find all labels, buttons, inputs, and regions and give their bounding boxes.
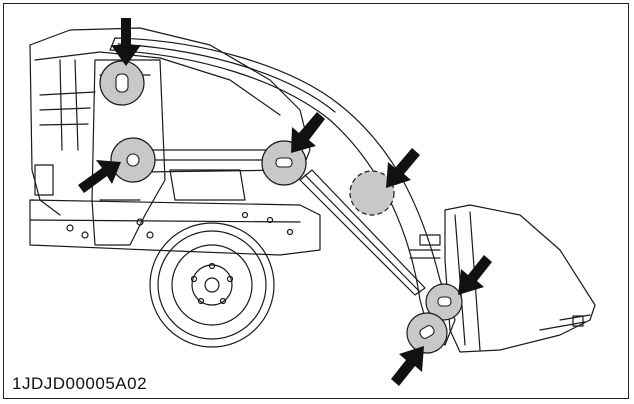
callout-boom-mid-point: [349, 170, 395, 216]
arrow-boom-cylinder-pivot: [291, 112, 325, 153]
front-wheel: [149, 222, 275, 348]
arrow-bucket-cylinder-pivot: [458, 255, 492, 295]
arrow-top-pivot: [111, 18, 141, 66]
figure-caption: 1JDJD00005A02: [12, 374, 148, 393]
arrow-boom-mid-point: [386, 148, 420, 188]
tractor-chassis: [29, 199, 321, 256]
bucket-cylinder: [299, 169, 426, 296]
mount-frame: [91, 59, 166, 246]
arrow-mount-frame-pivot: [78, 160, 121, 193]
arrow-bucket-hinge-pivot: [391, 346, 424, 386]
loader-boom: [109, 37, 456, 346]
